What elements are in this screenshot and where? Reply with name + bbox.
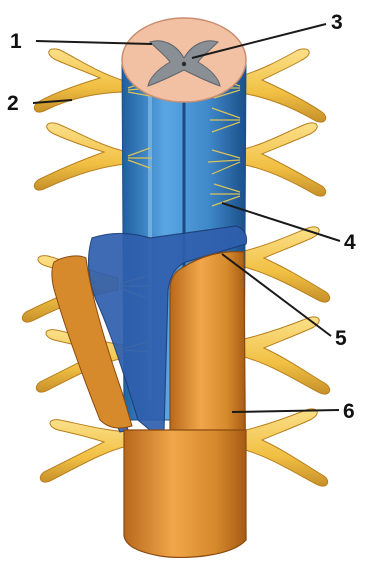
label-3: 3 — [331, 12, 343, 33]
central-canal — [182, 62, 186, 66]
leader-6 — [232, 410, 339, 412]
right-nerve-4 — [240, 317, 330, 394]
left-nerve-2 — [34, 123, 128, 190]
label-1: 1 — [10, 31, 22, 52]
dura-mater-bottom — [124, 430, 246, 557]
right-spinal-nerves — [235, 49, 330, 486]
right-nerve-2 — [240, 123, 326, 196]
left-nerve-5 — [40, 420, 128, 482]
label-2: 2 — [7, 93, 19, 114]
label-4: 4 — [344, 232, 356, 253]
right-nerve-1 — [235, 49, 326, 122]
right-nerve-5 — [238, 409, 328, 486]
label-6: 6 — [343, 401, 355, 422]
label-5: 5 — [335, 328, 347, 349]
right-nerve-3 — [240, 227, 330, 302]
